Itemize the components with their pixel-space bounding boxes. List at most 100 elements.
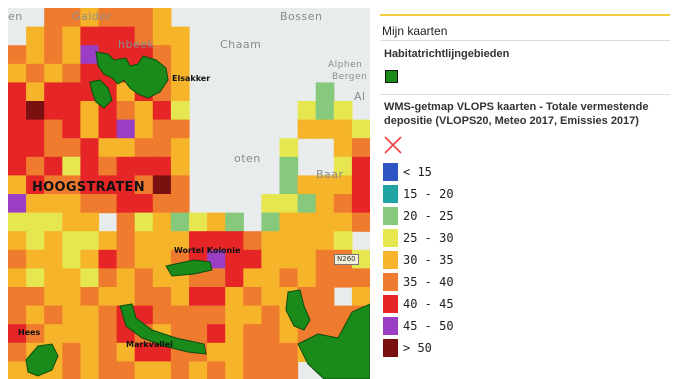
grid-cell — [80, 249, 100, 269]
deposition-grid — [8, 8, 370, 379]
grid-cell — [26, 324, 45, 344]
grid-cell — [243, 231, 262, 251]
grid-cell — [152, 119, 172, 139]
grid-cell — [98, 8, 118, 28]
grid-cell — [62, 324, 81, 344]
grid-cell — [189, 212, 208, 232]
place-label-hoogstraten: HOOGSTRATEN — [32, 180, 145, 195]
grid-cell — [351, 287, 370, 307]
habitat-area-wortel — [165, 259, 213, 277]
grid-cell — [26, 63, 45, 83]
grid-cell — [170, 231, 190, 251]
grid-cell — [225, 249, 244, 269]
place-label-en: en — [8, 10, 23, 23]
road-shield-n260: N260 — [334, 254, 359, 265]
grid-cell — [152, 8, 172, 28]
grid-cell — [62, 268, 81, 288]
grid-cell — [116, 287, 136, 307]
grid-cell — [152, 212, 172, 232]
map-view[interactable]: en Galder Bossen hbeek Chaam Alphen Berg… — [8, 8, 370, 379]
grid-cell — [189, 324, 208, 344]
grid-cell — [26, 249, 45, 269]
grid-cell — [134, 138, 154, 158]
grid-cell — [207, 305, 226, 325]
grid-cell — [116, 194, 136, 214]
place-label-al: Al — [354, 90, 366, 103]
grid-cell — [351, 194, 370, 214]
grid-cell — [170, 26, 190, 46]
grid-cell — [8, 138, 27, 158]
grid-cell — [116, 361, 136, 379]
grid-cell — [152, 361, 172, 379]
grid-cell — [297, 249, 317, 269]
grid-cell — [170, 63, 190, 83]
grid-cell — [80, 342, 100, 362]
grid-cell — [80, 231, 100, 251]
grid-cell — [225, 268, 244, 288]
grid-cell — [8, 305, 27, 325]
grid-cell — [189, 305, 208, 325]
grid-cell — [170, 45, 190, 65]
grid-cell — [44, 212, 63, 232]
grid-cell — [225, 212, 244, 232]
grid-cell — [170, 101, 190, 121]
grid-cell — [80, 63, 100, 83]
grid-cell — [62, 249, 81, 269]
legend-swatch — [383, 207, 398, 225]
grid-cell — [80, 324, 100, 344]
grid-cell — [116, 175, 136, 195]
grid-cell — [116, 231, 136, 251]
panel-divider — [380, 40, 670, 41]
grid-cell — [152, 45, 172, 65]
grid-cell — [333, 138, 353, 158]
grid-cell — [333, 101, 353, 121]
grid-cell — [315, 287, 335, 307]
grid-cell — [333, 212, 353, 232]
grid-cell — [207, 324, 226, 344]
grid-cell — [225, 342, 244, 362]
grid-cell — [98, 231, 118, 251]
grid-cell — [98, 175, 118, 195]
grid-cell — [315, 175, 335, 195]
grid-cell — [62, 156, 81, 176]
grid-cell — [116, 8, 136, 28]
grid-cell — [152, 175, 172, 195]
grid-cell — [207, 268, 226, 288]
legend-row: 30 - 35 — [383, 251, 503, 269]
grid-cell — [8, 287, 27, 307]
grid-cell — [62, 212, 81, 232]
grid-cell — [189, 361, 208, 379]
grid-cell — [8, 63, 27, 83]
grid-cell — [279, 342, 299, 362]
legend-label: < 15 — [403, 165, 432, 179]
legend-label: 20 - 25 — [403, 209, 454, 223]
habitat-area-southeast — [297, 303, 370, 379]
grid-cell — [279, 156, 299, 176]
grid-cell — [152, 231, 172, 251]
grid-cell — [62, 26, 81, 46]
grid-cell — [279, 175, 299, 195]
grid-cell — [134, 156, 154, 176]
grid-cell — [261, 231, 281, 251]
grid-cell — [315, 249, 335, 269]
grid-cell — [80, 156, 100, 176]
legend-label: 35 - 40 — [403, 275, 454, 289]
grid-cell — [98, 305, 118, 325]
grid-cell — [243, 305, 262, 325]
legend-swatch — [383, 185, 398, 203]
grid-cell — [279, 194, 299, 214]
grid-cell — [44, 101, 63, 121]
grid-cell — [243, 342, 262, 362]
grid-cell — [351, 268, 370, 288]
grid-cell — [152, 342, 172, 362]
grid-cell — [243, 249, 262, 269]
grid-cell — [80, 119, 100, 139]
grid-cell — [62, 119, 81, 139]
grid-cell — [170, 119, 190, 139]
grid-cell — [351, 175, 370, 195]
grid-cell — [225, 231, 244, 251]
grid-cell — [8, 156, 27, 176]
grid-cell — [8, 231, 27, 251]
grid-cell — [44, 175, 63, 195]
grid-cell — [134, 194, 154, 214]
